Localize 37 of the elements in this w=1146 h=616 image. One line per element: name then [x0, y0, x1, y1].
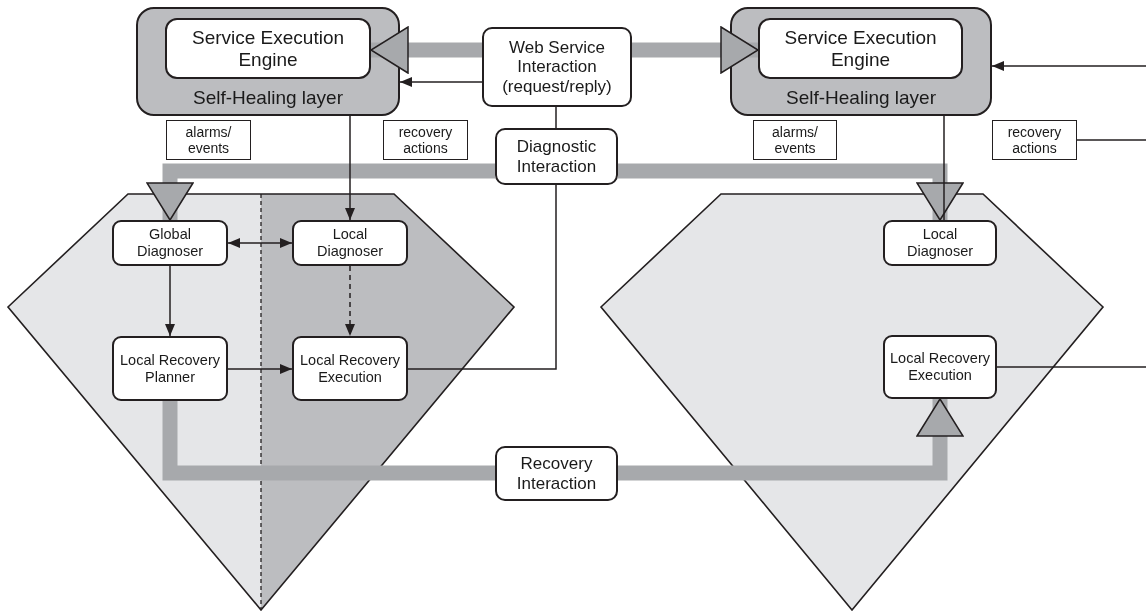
interaction-box: Web Service Interaction (request/reply) — [482, 27, 632, 107]
arrow — [227, 238, 293, 248]
layer-panel — [136, 7, 400, 116]
process-box: Local Recovery Execution — [883, 335, 997, 399]
process-box: Local Recovery Planner — [112, 336, 228, 401]
arrow — [227, 364, 293, 374]
arrow — [399, 77, 483, 87]
layer-panel — [730, 7, 992, 116]
process-box: Local Diagnoser — [292, 220, 408, 266]
connector-line — [996, 366, 1146, 368]
process-box: Global Diagnoser — [112, 220, 228, 266]
wide-arrow — [618, 163, 964, 221]
wide-band — [162, 401, 495, 481]
process-box: Local Recovery Execution — [292, 336, 408, 401]
message-tag: recovery actions — [992, 120, 1077, 160]
layer-label: Self-Healing layer — [785, 87, 937, 109]
arrow — [165, 265, 175, 337]
wide-arrow — [632, 26, 759, 74]
connector-line — [943, 115, 945, 221]
message-tag: alarms/ events — [753, 120, 837, 160]
engine-box: Service Execution Engine — [758, 18, 963, 79]
connector-line — [407, 184, 557, 370]
interaction-box: Diagnostic Interaction — [495, 128, 618, 185]
wide-arrow — [618, 398, 964, 481]
arrow — [345, 115, 355, 221]
message-tag: alarms/ events — [166, 120, 251, 160]
arrow — [345, 265, 355, 337]
interaction-box: Recovery Interaction — [495, 446, 618, 501]
connector-line — [1076, 139, 1146, 141]
connector-line — [555, 106, 557, 129]
engine-box: Service Execution Engine — [165, 18, 371, 79]
wide-arrow — [146, 163, 495, 221]
process-box: Local Diagnoser — [883, 220, 997, 266]
wide-arrow — [370, 26, 482, 74]
arrow — [991, 61, 1146, 71]
layer-label: Self-Healing layer — [192, 87, 344, 109]
message-tag: recovery actions — [383, 120, 468, 160]
